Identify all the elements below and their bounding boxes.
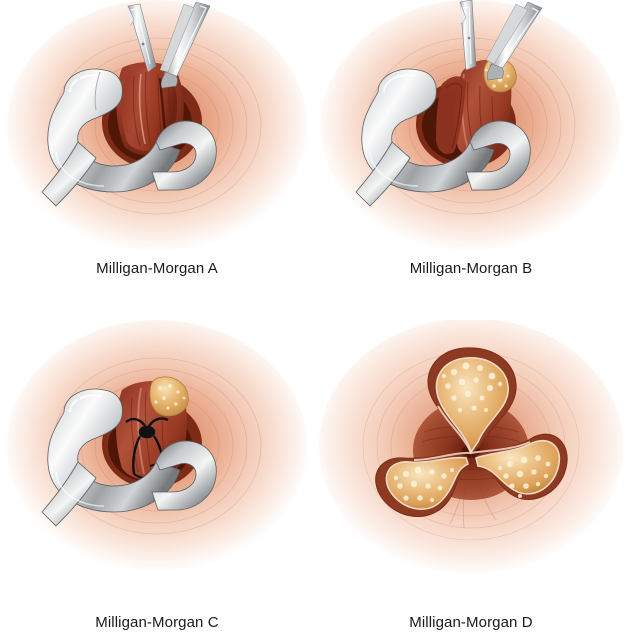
scissors-a[interactable] [127,3,157,73]
radial-shadow-d [449,453,497,529]
forceps-b[interactable] [485,1,543,81]
panel-milligan-morgan-a: Milligan-Morgan A [0,0,314,320]
panel-label-b: Milligan-Morgan B [409,260,533,277]
illustration-d [319,320,623,574]
scissors-b[interactable] [459,0,477,71]
granulation-dots-c [154,384,186,410]
panel-milligan-morgan-c: Milligan-Morgan C [0,320,314,640]
granulation-dots-left-d [393,466,454,503]
wound-lower-left-d [375,454,471,517]
panel-label-c: Milligan-Morgan C [95,614,219,631]
panel-milligan-morgan-b: Milligan-Morgan B [314,0,628,320]
wound-top-d [427,347,517,455]
granulation-dots-right-d [498,455,551,498]
granulation-dots-top-d [441,362,503,413]
retractor-a[interactable] [41,68,217,207]
sphincter-tissue-b [436,76,466,155]
illustration-a [7,0,307,252]
illustration-c [7,320,307,572]
illustration-b [321,0,621,252]
panel-label-a: Milligan-Morgan A [96,260,218,277]
retractor-c[interactable] [41,388,217,527]
panel-label-d: Milligan-Morgan D [409,614,533,631]
retractor-b[interactable] [355,68,531,207]
incision-line-a [138,73,146,145]
forceps-a[interactable] [159,1,211,89]
panel-milligan-morgan-d: Milligan-Morgan D [314,320,628,640]
mucosal-bridges-d [413,405,531,461]
